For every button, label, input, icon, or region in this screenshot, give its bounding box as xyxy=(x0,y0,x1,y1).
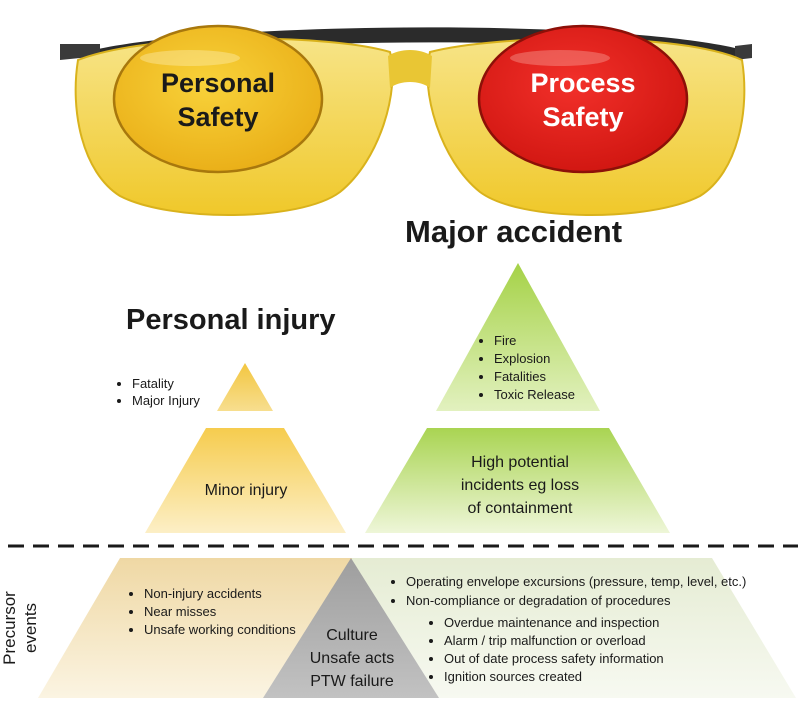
process-pyramid-top xyxy=(436,263,600,411)
right-lens-label: Process Safety xyxy=(493,66,673,134)
left-lens-label: Personal Safety xyxy=(128,66,308,134)
culture-line: Culture xyxy=(326,627,378,644)
personal-pyramid-middle xyxy=(145,428,346,533)
process-precursor-item: Operating envelope excursions (pressure,… xyxy=(406,572,746,591)
process-precursor-subitem: Alarm / trip malfunction or overload xyxy=(444,632,664,650)
process-precursor-subitem: Overdue maintenance and inspection xyxy=(444,614,664,632)
right-lens-line: Process xyxy=(530,68,636,98)
process-top-item: Toxic Release xyxy=(494,386,575,404)
right-lens xyxy=(477,24,689,174)
culture-triangle xyxy=(263,558,439,698)
process-precursor-list: Operating envelope excursions (pressure,… xyxy=(388,572,746,610)
minor-injury-label: Minor injury xyxy=(204,482,288,499)
process-safety-pyramid xyxy=(365,263,670,533)
personal-injury-pyramid xyxy=(145,363,346,533)
precursor-label-line: events xyxy=(21,602,40,654)
process-precursor-subitem: Out of date process safety information xyxy=(444,650,664,668)
high-potential-line: incidents eg loss xyxy=(460,477,580,494)
process-precursor-subitem: Ignition sources created xyxy=(444,668,664,686)
process-precursor-item: Non-compliance or degradation of procedu… xyxy=(406,591,746,610)
culture-line: PTW failure xyxy=(310,673,394,690)
personal-precursor-base xyxy=(38,558,352,698)
personal-pyramid-top xyxy=(217,363,273,411)
precursor-label-line: Precursor xyxy=(0,591,19,665)
precursor-base xyxy=(38,558,796,698)
process-top-item: Fire xyxy=(494,332,575,350)
left-lens xyxy=(112,24,324,174)
personal-top-item: Major Injury xyxy=(132,392,200,409)
high-potential-label: High potential incidents eg loss of cont… xyxy=(425,451,615,520)
personal-top-list: Fatality Major Injury xyxy=(114,375,200,409)
culture-line: Unsafe acts xyxy=(309,650,395,667)
left-lens-line: Safety xyxy=(177,102,259,132)
personal-precursor-item: Near misses xyxy=(144,603,296,621)
personal-injury-heading: Personal injury xyxy=(126,304,336,336)
high-potential-line: of containment xyxy=(467,500,573,517)
process-precursor-sublist: Overdue maintenance and inspection Alarm… xyxy=(426,614,664,686)
left-lens-line: Personal xyxy=(160,68,276,98)
process-top-item: Fatalities xyxy=(494,368,575,386)
major-accident-heading: Major accident xyxy=(405,214,623,249)
precursor-events-label: Precursor events xyxy=(0,568,45,688)
personal-top-item: Fatality xyxy=(132,375,200,392)
process-top-item: Explosion xyxy=(494,350,575,368)
safety-glasses xyxy=(60,24,752,216)
process-precursor-base xyxy=(340,558,796,698)
process-pyramid-middle xyxy=(365,428,670,533)
right-lens-line: Safety xyxy=(542,102,624,132)
personal-precursor-list: Non-injury accidents Near misses Unsafe … xyxy=(126,585,296,639)
high-potential-line: High potential xyxy=(471,454,569,471)
personal-precursor-item: Unsafe working conditions xyxy=(144,621,296,639)
personal-precursor-item: Non-injury accidents xyxy=(144,585,296,603)
culture-label: Culture Unsafe acts PTW failure xyxy=(292,624,412,693)
process-top-list: Fire Explosion Fatalities Toxic Release xyxy=(476,332,575,404)
